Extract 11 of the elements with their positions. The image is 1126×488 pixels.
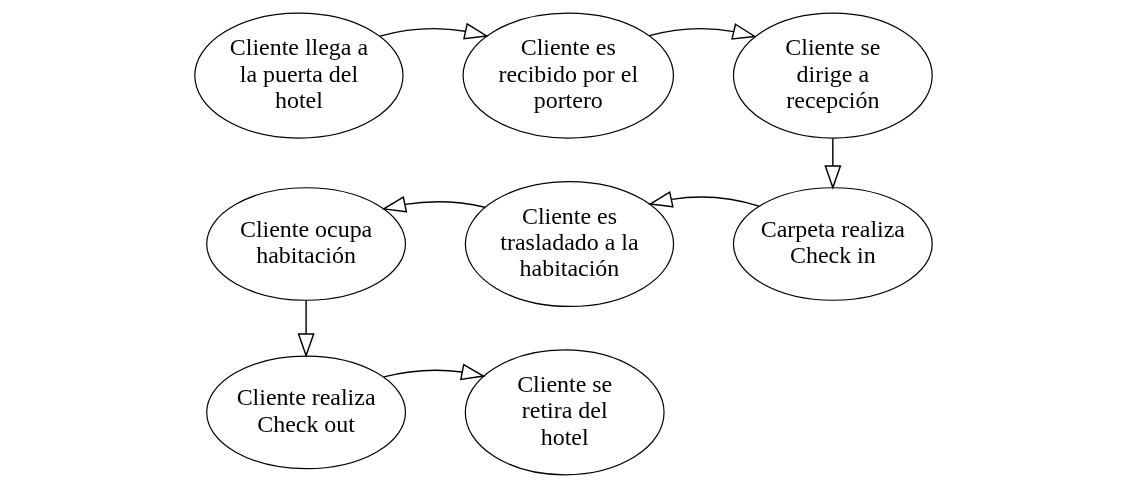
arrow xyxy=(297,299,315,358)
arrow xyxy=(378,22,489,40)
arrow xyxy=(648,23,757,40)
node-ellipse: Cliente se retira del hotel xyxy=(464,349,665,476)
node-ellipse: Cliente llega a la puerta del hotel xyxy=(193,12,404,139)
arrow xyxy=(381,195,486,213)
arrow xyxy=(647,190,760,208)
arrow xyxy=(823,137,841,190)
arrow xyxy=(382,363,486,381)
node-ellipse: Carpeta realiza Check in xyxy=(732,187,933,301)
node-ellipse: Cliente realiza Check out xyxy=(205,355,406,470)
